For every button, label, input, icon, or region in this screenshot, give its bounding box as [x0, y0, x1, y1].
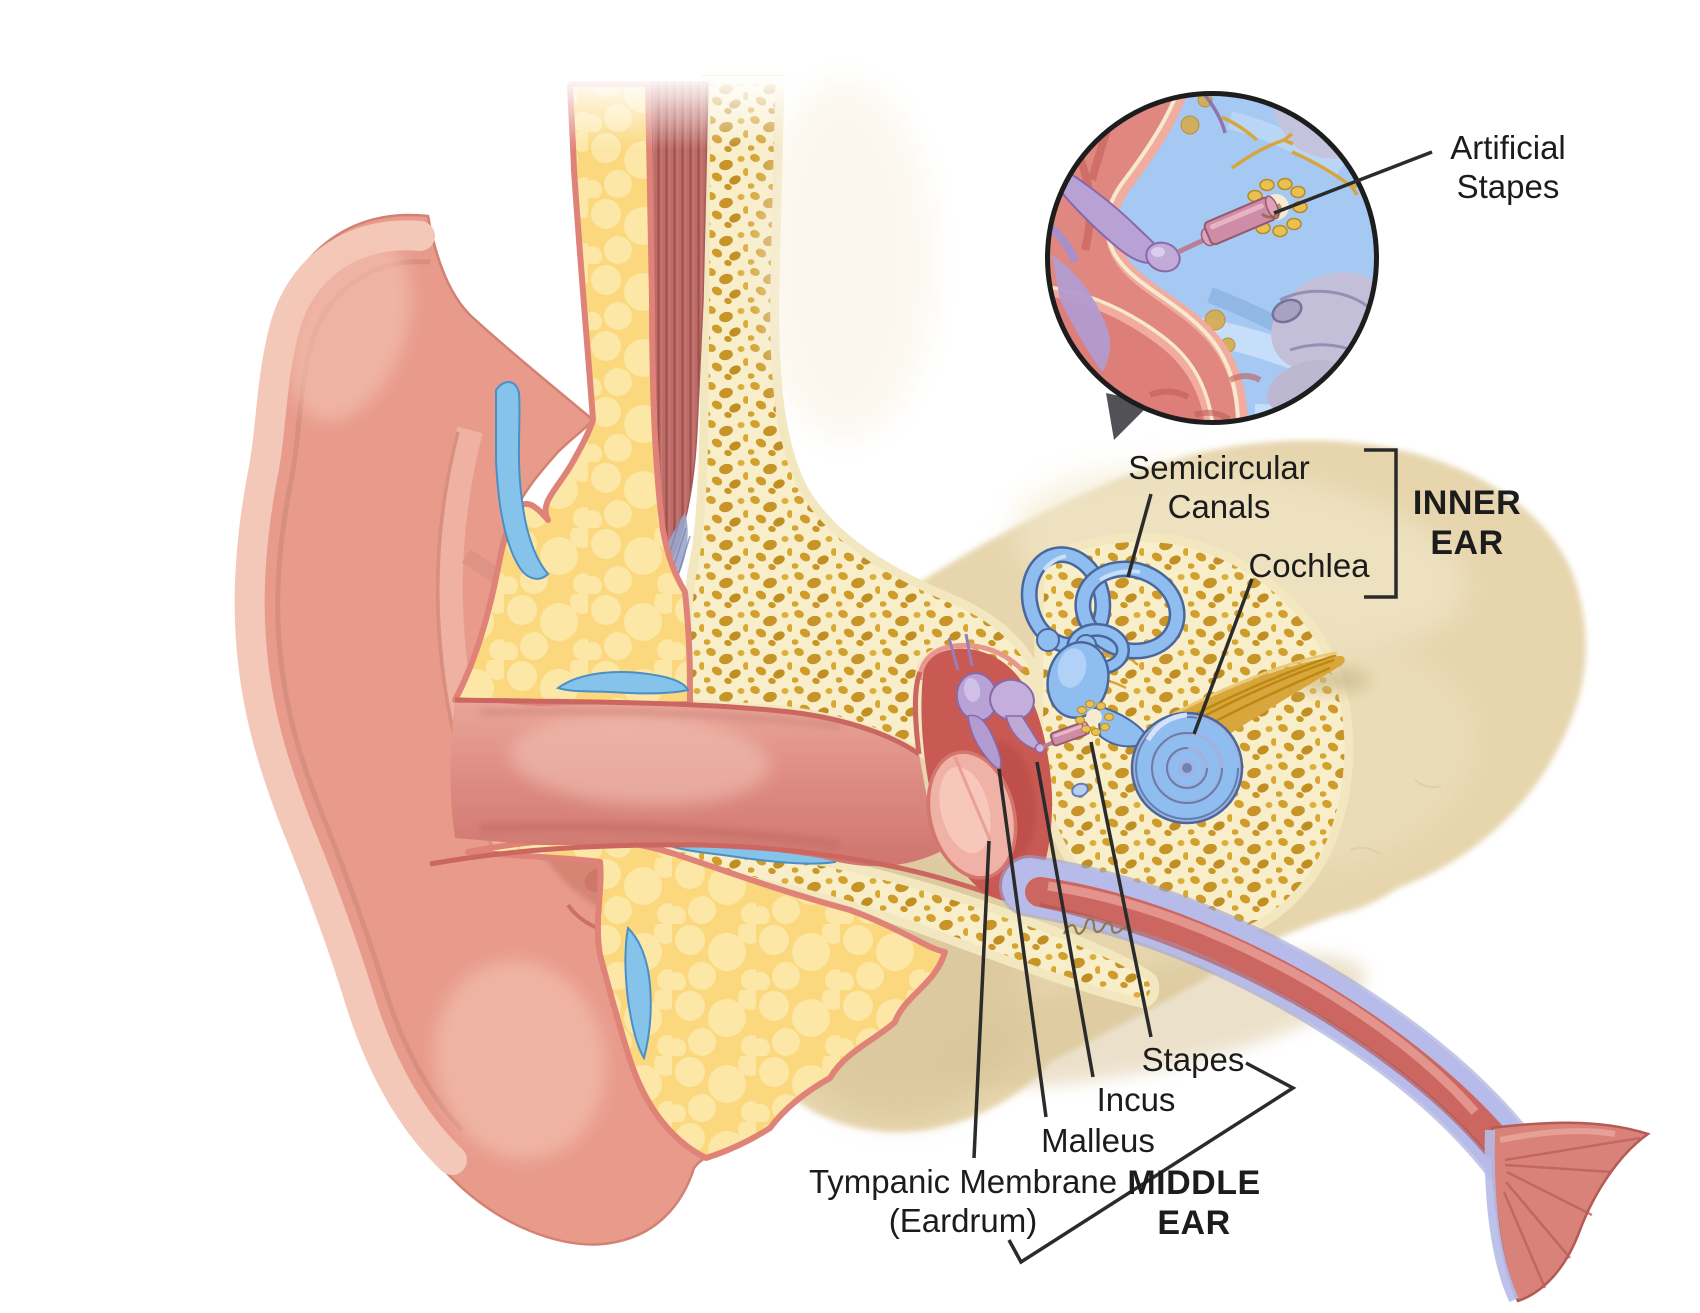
oval-window	[1075, 700, 1114, 736]
label-tympanic-membrane: Tympanic Membrane (Eardrum)	[808, 1163, 1118, 1239]
cochlea-structure	[1130, 711, 1244, 825]
eardrum	[926, 750, 1018, 880]
leader-tympanic-membrane	[972, 840, 991, 1159]
signature	[1062, 917, 1134, 935]
bracket-inner-ear	[1364, 448, 1398, 599]
round-window	[1071, 782, 1089, 798]
leader-stapes	[1089, 741, 1153, 1038]
leader-incus	[1035, 761, 1095, 1078]
leader-semicircular-canals	[1126, 493, 1153, 578]
label-malleus: Malleus	[1041, 1122, 1155, 1159]
bracket-middle-ear	[1007, 1061, 1297, 1265]
label-incus: Incus	[1096, 1081, 1176, 1118]
label-stapes: Stapes	[1141, 1041, 1245, 1078]
leader-malleus	[997, 768, 1048, 1118]
label-semicircular-canals: Semicircular Canals	[1128, 449, 1310, 525]
label-artificial-stapes: Artificial Stapes	[1450, 129, 1566, 205]
leader-cochlea	[1192, 578, 1254, 735]
ear-canal	[429, 697, 1006, 902]
malleus-handle	[967, 714, 1002, 770]
inset-ring	[1045, 91, 1379, 425]
inset-circle	[1045, 91, 1379, 440]
eustachian-tube	[999, 855, 1651, 1303]
label-cochlea: Cochlea	[1248, 547, 1370, 584]
bone-wash	[755, 80, 935, 440]
inset-piston	[1203, 195, 1280, 246]
label-middle-ear: MIDDLE EAR	[1127, 1164, 1261, 1242]
ossicles	[947, 633, 1114, 770]
label-inner-ear: INNER EAR	[1412, 484, 1522, 562]
top-fade	[540, 76, 820, 150]
leader-artificial-stapes	[1273, 150, 1433, 215]
leader-lines	[972, 150, 1433, 1265]
inner-ear-labyrinth	[1020, 546, 1244, 825]
